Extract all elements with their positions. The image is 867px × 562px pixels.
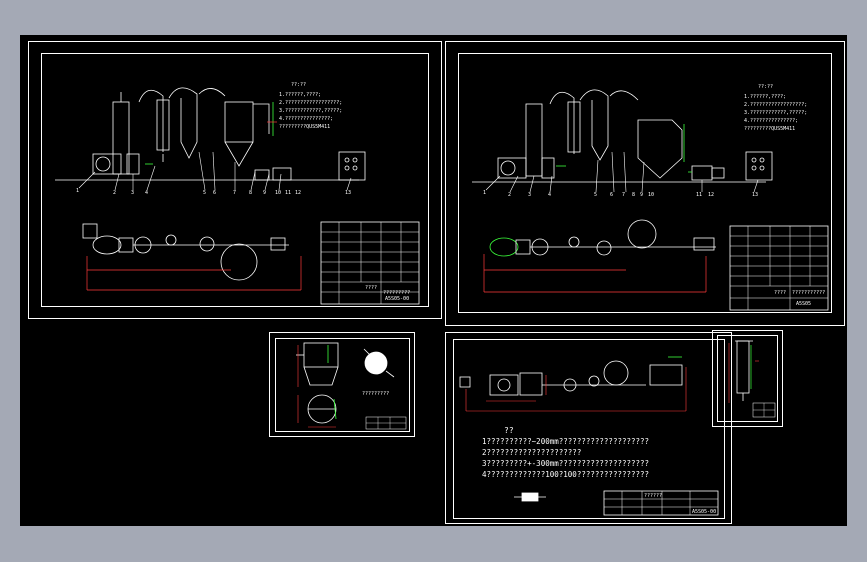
process-layout-drawing-1 (55, 87, 420, 305)
sheet-1-label: 5 (203, 190, 207, 196)
sheet-4-note-3: 3?????????+-300mm???????????????????? (482, 459, 650, 468)
drawing-sheet-1[interactable]: ??:?? 1.??????,????; 2.?????????????????… (28, 41, 442, 319)
sheet-4-heading: ?? (504, 426, 514, 435)
sheet-1-note-2: 2.??????????????????; (279, 100, 343, 106)
cyclone-detail-drawing (296, 342, 407, 430)
sheet-4-border (453, 339, 725, 519)
sheet-1-label: 3 (131, 190, 135, 196)
sheet-1-note-4: 4.???????????????; (279, 116, 334, 122)
sheet-2-label: 5 (594, 192, 598, 198)
sheet-1-label: 13 (345, 190, 352, 196)
sheet-2-label: 3 (528, 192, 532, 198)
sheet-2-label: 2 (508, 192, 512, 198)
sheet-2-note-3: 3.????????????,?????; (744, 110, 808, 116)
sheet-1-label: 7 (233, 190, 237, 196)
sheet-1-label: 9 (263, 190, 267, 196)
drawing-sheet-4[interactable]: ?? 1??????????~200mm????????????????????… (445, 332, 732, 524)
sheet-2-note-1: 1.??????,????; (744, 94, 787, 100)
sheet-2-border (458, 53, 832, 313)
sheet-2-label: 11 (696, 192, 703, 198)
sheet-2-label: 6 (610, 192, 614, 198)
drawing-sheet-5[interactable] (712, 330, 783, 427)
sheet-1-notes-title: ??:?? (291, 82, 307, 88)
installation-layout-drawing (459, 356, 719, 516)
drawing-canvas[interactable]: ??:?? 1.??????,????; 2.?????????????????… (20, 35, 847, 526)
sheet-1-label: 8 (249, 190, 253, 196)
sheet-1-title-sub: ????????? (383, 290, 411, 296)
sheet-2-note-4: 4.???????????????; (744, 118, 799, 124)
sheet-2-label: 4 (548, 192, 552, 198)
sheet-5-border (717, 335, 778, 422)
sheet-3-border (275, 338, 410, 432)
sheet-1-label: 1 (76, 188, 80, 194)
sheet-1-label: 11 (285, 190, 292, 196)
drawing-sheet-3[interactable]: ????????? (269, 332, 415, 437)
sheet-2-label: 7 (622, 192, 626, 198)
drawing-sheet-2[interactable]: ??:?? 1.??????,????; 2.?????????????????… (445, 41, 845, 326)
sheet-4-title-code: A5S05-00 (692, 509, 717, 515)
sheet-4-note-2: 2????????????????????? (482, 448, 582, 457)
sheet-2-label: 13 (752, 192, 759, 198)
sheet-2-label: 9 (640, 192, 644, 198)
process-layout-drawing-2 (472, 89, 829, 311)
sheet-2-label: 10 (648, 192, 655, 198)
sheet-1-title-code: A5S05-00 (385, 296, 410, 302)
sheet-2-label: 12 (708, 192, 715, 198)
sheet-2-title-sub: ??????????? (792, 290, 826, 296)
sheet-1-label: 6 (213, 190, 217, 196)
sheet-2-label: 8 (632, 192, 636, 198)
sheet-1-label: 4 (145, 190, 149, 196)
sheet-1-label: 12 (295, 190, 302, 196)
sheet-2-note-2: 2.??????????????????; (744, 102, 808, 108)
sheet-1-label: 2 (113, 190, 117, 196)
sheet-4-note-4: 4?????????????100?100???????????????? (482, 470, 650, 479)
sheet-4-note-1: 1??????????~200mm???????????????????? (482, 437, 650, 446)
sheet-2-title-name: ???? (774, 290, 787, 296)
sheet-2-note-5: ?????????QUS5M411 (744, 126, 796, 132)
sheet-1-border (41, 53, 429, 307)
sheet-1-note-5: ?????????QUS5M411 (279, 124, 331, 130)
sheet-3-caption: ????????? (362, 391, 390, 397)
sheet-1-label: 10 (275, 190, 282, 196)
sheet-1-note-3: 3.????????????,?????; (279, 108, 343, 114)
sheet-1-title-name: ???? (365, 285, 378, 291)
tower-detail-drawing (728, 340, 776, 418)
sheet-2-title-code: A5S05 (796, 301, 812, 307)
sheet-2-label: 1 (483, 190, 487, 196)
sheet-4-title-name: ?????? (644, 493, 663, 499)
sheet-2-notes-title: ??:?? (758, 84, 774, 90)
sheet-1-note-1: 1.??????,????; (279, 92, 322, 98)
